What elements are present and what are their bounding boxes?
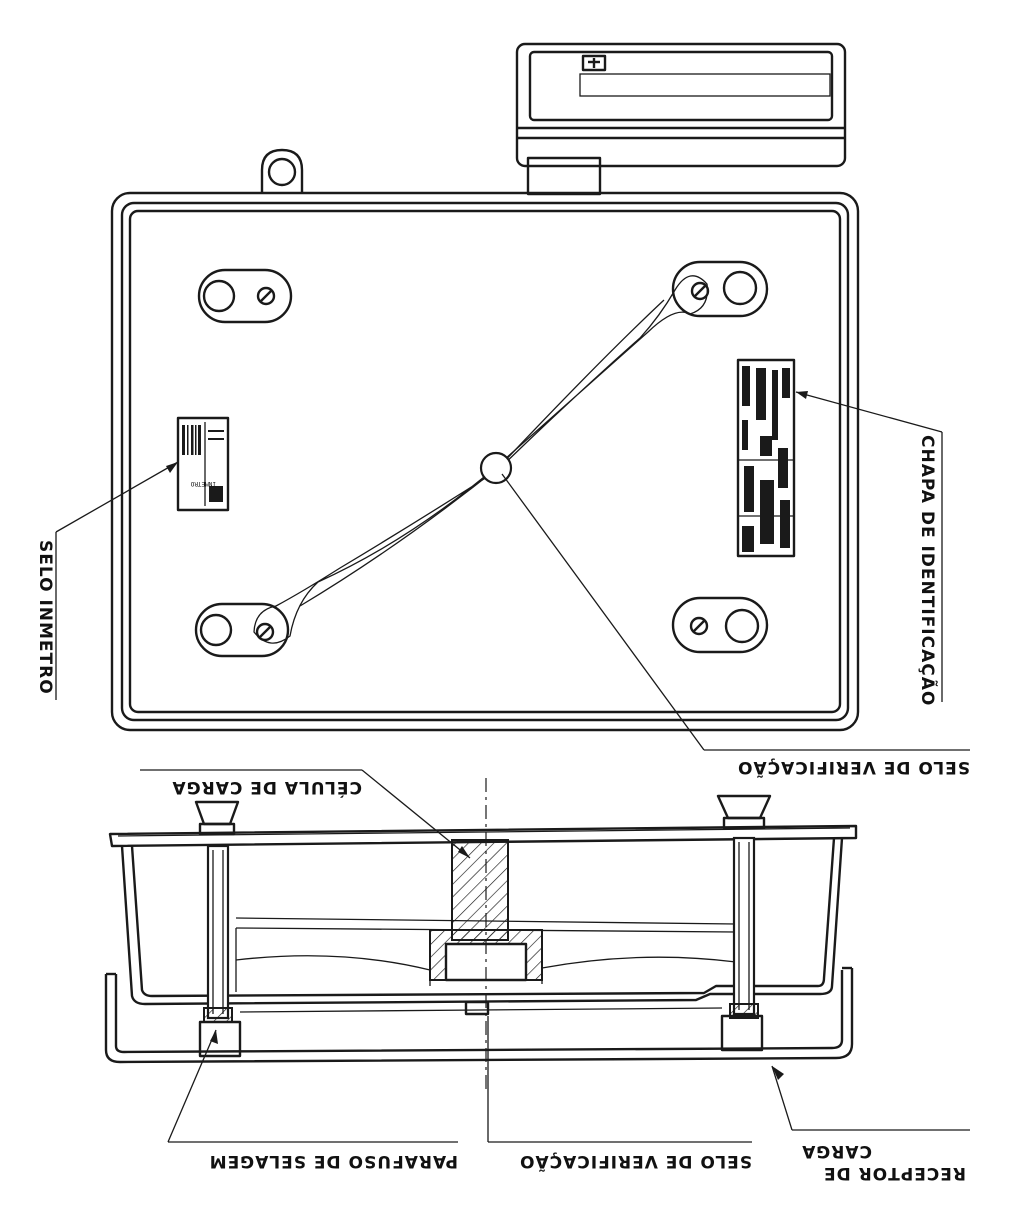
hanging-tab xyxy=(260,148,304,194)
inmetro-barcode xyxy=(182,425,224,455)
base-receptor xyxy=(104,966,854,1064)
load-cell xyxy=(429,839,543,1016)
sealing-bolt-left xyxy=(194,800,240,1023)
callout-leaders xyxy=(55,391,970,751)
foot-top-left xyxy=(197,268,293,324)
chapa-identificacao-label: CHAPA DE IDENTIFICAÇÃO xyxy=(917,435,940,706)
weighing-plate xyxy=(108,824,858,848)
receptor-carga-label-line1: RECEPTOR DE xyxy=(823,1163,966,1183)
foot-top-right xyxy=(671,260,769,318)
foot-bottom-left xyxy=(194,602,290,658)
foot-bottom-right xyxy=(671,596,769,654)
sealing-bolt-right xyxy=(716,794,772,1019)
housing-outline xyxy=(110,191,860,732)
top-view: INMETRO xyxy=(35,42,970,780)
inmetro-brand-text: INMETRO xyxy=(190,480,216,487)
celula-carga-label: CÉLULA DE CARGA xyxy=(171,777,362,799)
selo-verificacao-bottom-label: SELO DE VERIFICAÇÃO xyxy=(519,1151,752,1174)
display-head xyxy=(515,42,847,196)
sealing-wire xyxy=(253,275,709,644)
section-view: CÉLULA DE CARGA PARAFUSO DE SELAGEM SELO… xyxy=(104,769,970,1183)
selo-verificacao-top-label: SELO DE VERIFICAÇÃO xyxy=(737,757,970,780)
inmetro-seal-label: INMETRO xyxy=(176,416,230,512)
selo-inmetro-label: SELO INMETRO xyxy=(35,540,55,695)
parafuso-selagem-label: PARAFUSO DE SELAGEM xyxy=(209,1151,458,1171)
receptor-carga-label-line2: CARGA xyxy=(801,1141,872,1161)
section-leaders xyxy=(140,769,970,1143)
identification-plate xyxy=(736,358,796,558)
